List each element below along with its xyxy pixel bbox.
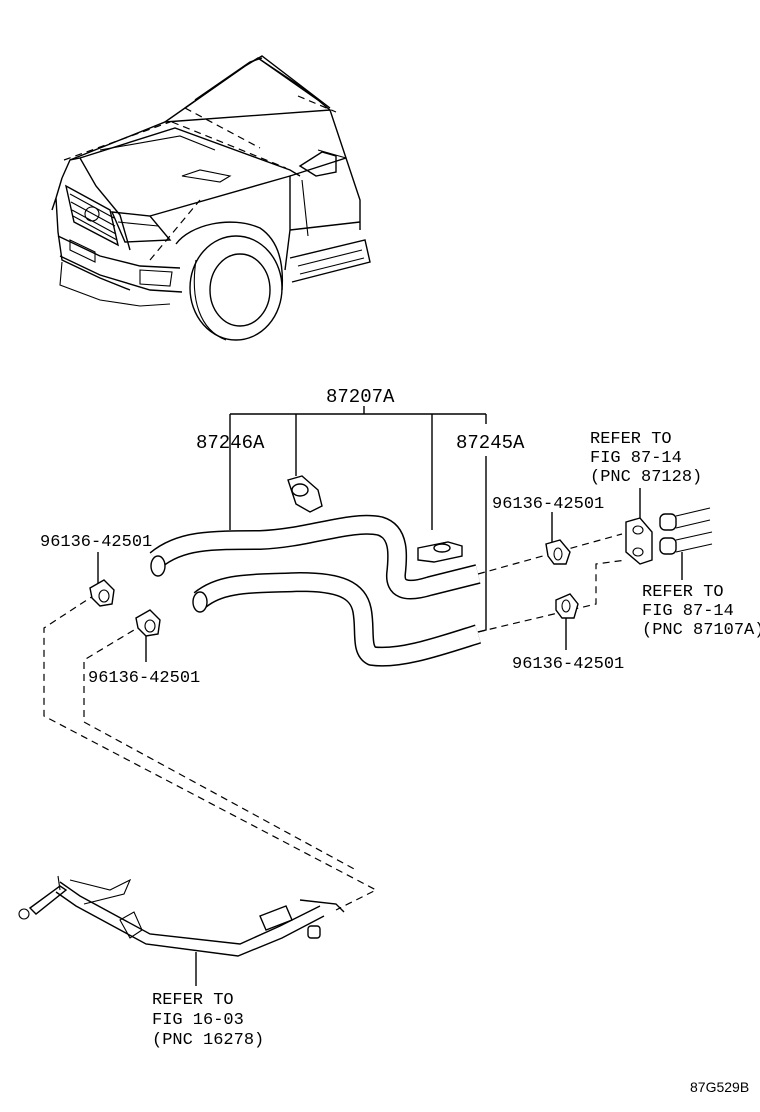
ref-bottom-line3: (PNC 16278) xyxy=(152,1031,264,1050)
heater-pipe-lower-icon xyxy=(659,531,713,555)
water-pipe-assembly-icon xyxy=(18,875,345,957)
hose-left-code-label: 87246A xyxy=(196,432,265,454)
clamp-upper-left-code-label: 96136-42501 xyxy=(40,533,152,552)
ref-lower-right-line3: (PNC 87107A) xyxy=(642,621,760,640)
clamp-lower-left-icon xyxy=(135,609,161,637)
leader-lines xyxy=(97,406,683,986)
ref-lower-right-line2: FIG 87-14 xyxy=(642,602,734,621)
heater-pipe-upper-icon xyxy=(659,507,711,531)
clamp-upper-right-code-label: 96136-42501 xyxy=(492,495,604,514)
ref-bottom-line1: REFER TO xyxy=(152,991,234,1010)
clamp-lower-right-code-label: 96136-42501 xyxy=(512,655,624,674)
ref-lower-right-line1: REFER TO xyxy=(642,583,724,602)
hose-87246A xyxy=(149,514,481,600)
labels: 87207A 87246A 87245A 96136-42501 96136-4… xyxy=(40,386,760,1095)
ref-upper-right-line3: (PNC 87128) xyxy=(590,468,702,487)
bulkhead-grommet-icon xyxy=(625,517,653,565)
clamp-lower-right-icon xyxy=(555,593,579,619)
ref-bottom-line2: FIG 16-03 xyxy=(152,1011,244,1030)
assembly-code-label: 87207A xyxy=(326,386,395,408)
hose-clip-icon xyxy=(287,475,323,513)
ref-upper-right-line1: REFER TO xyxy=(590,430,672,449)
hose-right-code-label: 87245A xyxy=(456,432,525,454)
clamp-lower-left-code-label: 96136-42501 xyxy=(88,669,200,688)
hose-plug-icon xyxy=(417,541,463,563)
figure-code-label: 87G529B xyxy=(690,1079,749,1095)
hose-87245A xyxy=(192,572,482,667)
vehicle-illustration xyxy=(51,55,371,341)
clamp-upper-right-icon xyxy=(545,539,571,565)
clamp-upper-left-icon xyxy=(89,579,115,607)
ref-upper-right-line2: FIG 87-14 xyxy=(590,449,682,468)
